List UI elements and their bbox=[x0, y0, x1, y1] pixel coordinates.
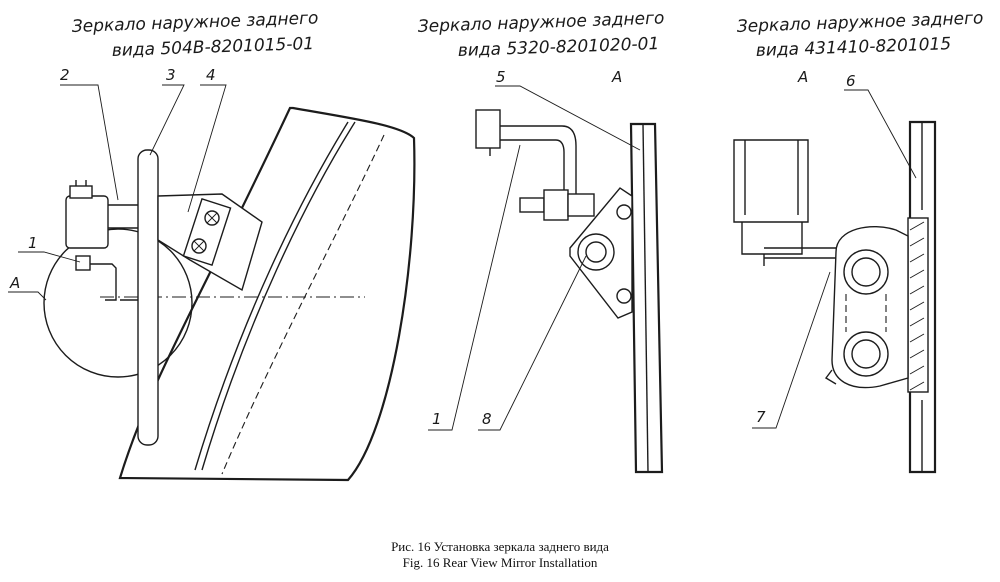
callout-1-left: 1 bbox=[28, 234, 38, 252]
right-title-line1: Зеркало наружное заднего bbox=[736, 8, 983, 37]
left-mirror-title: Зеркало наружное заднего вида 504В-82010… bbox=[71, 8, 318, 61]
left-title-line2: вида 504В-8201015-01 bbox=[111, 34, 314, 61]
callout-1-middle: 1 bbox=[432, 410, 442, 428]
callout-7: 7 bbox=[756, 408, 766, 426]
view-mark-right: А bbox=[797, 68, 808, 86]
right-title-line2: вида 431410-8201015 bbox=[755, 34, 951, 61]
callout-6: 6 bbox=[846, 72, 856, 90]
caption-ru: Рис. 16 Установка зеркала заднего вида bbox=[391, 539, 609, 554]
callout-2: 2 bbox=[60, 66, 70, 84]
callout-8: 8 bbox=[482, 410, 492, 428]
middle-mirror-title: Зеркало наружное заднего вида 5320-82010… bbox=[417, 8, 664, 61]
mid-title-line2: вида 5320-8201020-01 bbox=[457, 34, 659, 61]
view-mark-left: А bbox=[9, 274, 20, 292]
callout-5: 5 bbox=[496, 68, 506, 86]
middle-assembly bbox=[428, 85, 664, 474]
left-title-line1: Зеркало наружное заднего bbox=[71, 8, 318, 37]
callout-3: 3 bbox=[166, 66, 176, 84]
view-mark-middle: А bbox=[611, 68, 622, 86]
right-assembly bbox=[733, 89, 937, 474]
mid-title-line1: Зеркало наружное заднего bbox=[417, 8, 664, 37]
caption-en: Fig. 16 Rear View Mirror Installation bbox=[403, 555, 598, 570]
callout-4: 4 bbox=[206, 66, 216, 84]
right-mirror-title: Зеркало наружное заднего вида 431410-820… bbox=[736, 8, 983, 61]
left-assembly bbox=[8, 84, 416, 482]
